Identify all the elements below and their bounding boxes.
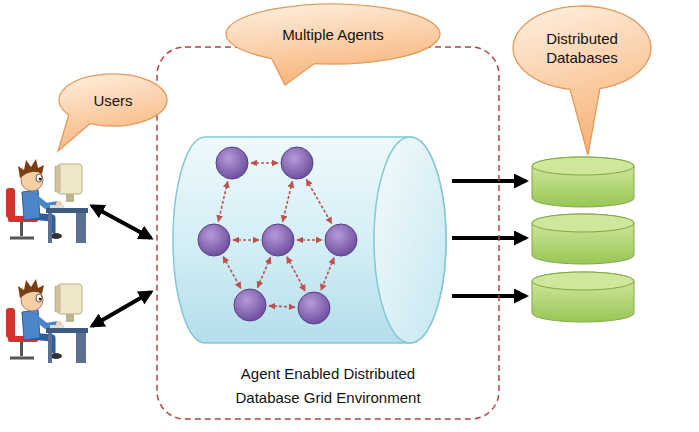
agent-link	[306, 180, 331, 224]
callout-bubble: Multiple Agents	[225, 3, 441, 65]
agent-link	[283, 181, 293, 221]
user-figure	[46, 208, 88, 213]
user-figure	[22, 190, 40, 220]
user-figure	[66, 314, 74, 322]
agent-circle	[198, 147, 357, 324]
agent-link	[287, 257, 305, 291]
user-figure	[20, 342, 23, 356]
user-figure	[39, 298, 41, 300]
callout-text: Multiple Agents	[282, 25, 384, 44]
user-figure	[18, 279, 44, 298]
bubble-shape	[58, 74, 167, 151]
user-figure	[22, 310, 40, 340]
agent-link	[297, 239, 322, 241]
agent-circle	[298, 292, 330, 324]
user-figure	[36, 294, 42, 302]
database-arrow	[452, 179, 526, 183]
database-cylinder	[532, 272, 634, 322]
grid-cylinder	[173, 137, 446, 343]
user-figure	[76, 333, 86, 363]
database-arrow	[452, 294, 526, 298]
agent-link	[321, 258, 334, 291]
user-figure	[66, 194, 74, 202]
environment-boundary-outline	[156, 46, 500, 420]
callout-text: Distributed Databases	[526, 29, 638, 67]
user-figure	[48, 333, 52, 363]
agent-circle	[216, 147, 248, 179]
user-arrow	[92, 292, 151, 326]
agent-link	[233, 239, 259, 241]
database-cylinder	[532, 214, 634, 264]
user-figure	[55, 286, 60, 312]
agent-circle	[325, 224, 357, 256]
agent-link	[218, 163, 334, 307]
database-cylinder	[532, 157, 634, 322]
bubble-shape	[226, 4, 440, 85]
user-figure	[50, 205, 64, 208]
user-figure	[36, 174, 42, 182]
callout-bubble: Users	[58, 73, 168, 127]
database-cylinder	[532, 214, 634, 232]
user-figure	[6, 308, 15, 338]
user-figure	[18, 159, 44, 178]
user-figure	[58, 164, 82, 194]
database-arrow	[452, 236, 526, 240]
node-label: Agent Enabled Distributed Database Grid …	[226, 362, 431, 410]
agent-circle	[262, 224, 294, 256]
user-figure	[55, 166, 60, 192]
agent-link	[269, 306, 295, 307]
database-cylinder	[532, 272, 634, 290]
database-cylinder	[532, 157, 634, 175]
agent-link	[258, 257, 271, 287]
user-figure	[10, 237, 34, 240]
callout-text: Users	[93, 91, 132, 110]
user-figure	[76, 213, 86, 243]
agent-circle	[234, 289, 266, 321]
agent-circle	[281, 147, 313, 179]
grid-cylinder	[173, 137, 446, 343]
database-cylinder	[532, 157, 634, 207]
user-arrow	[92, 206, 151, 238]
user-figure	[58, 284, 82, 314]
user-figure	[34, 196, 58, 206]
callout-bubble: Distributed Databases	[512, 5, 652, 91]
user-arrow	[92, 206, 151, 326]
bubble-shape	[513, 6, 651, 155]
user-figure	[50, 325, 64, 328]
agent-link	[251, 162, 278, 164]
user-figure	[46, 328, 88, 333]
database-arrow	[452, 181, 526, 296]
user-figure	[6, 159, 88, 243]
user-figure	[6, 279, 88, 363]
user-figure	[10, 357, 34, 360]
callout-bubble-outline	[512, 5, 652, 91]
user-figure	[39, 178, 41, 180]
agent-link	[218, 182, 227, 222]
user-figure	[6, 188, 15, 218]
agent-link	[223, 257, 241, 289]
user-figure	[20, 222, 23, 236]
environment-boundary: Agent Enabled Distributed Database Grid …	[156, 46, 500, 420]
dashed-border	[157, 47, 499, 419]
user-figure	[34, 316, 58, 326]
agent-circle	[198, 224, 230, 256]
user-figure	[48, 213, 52, 243]
grid-cylinder	[374, 137, 446, 343]
